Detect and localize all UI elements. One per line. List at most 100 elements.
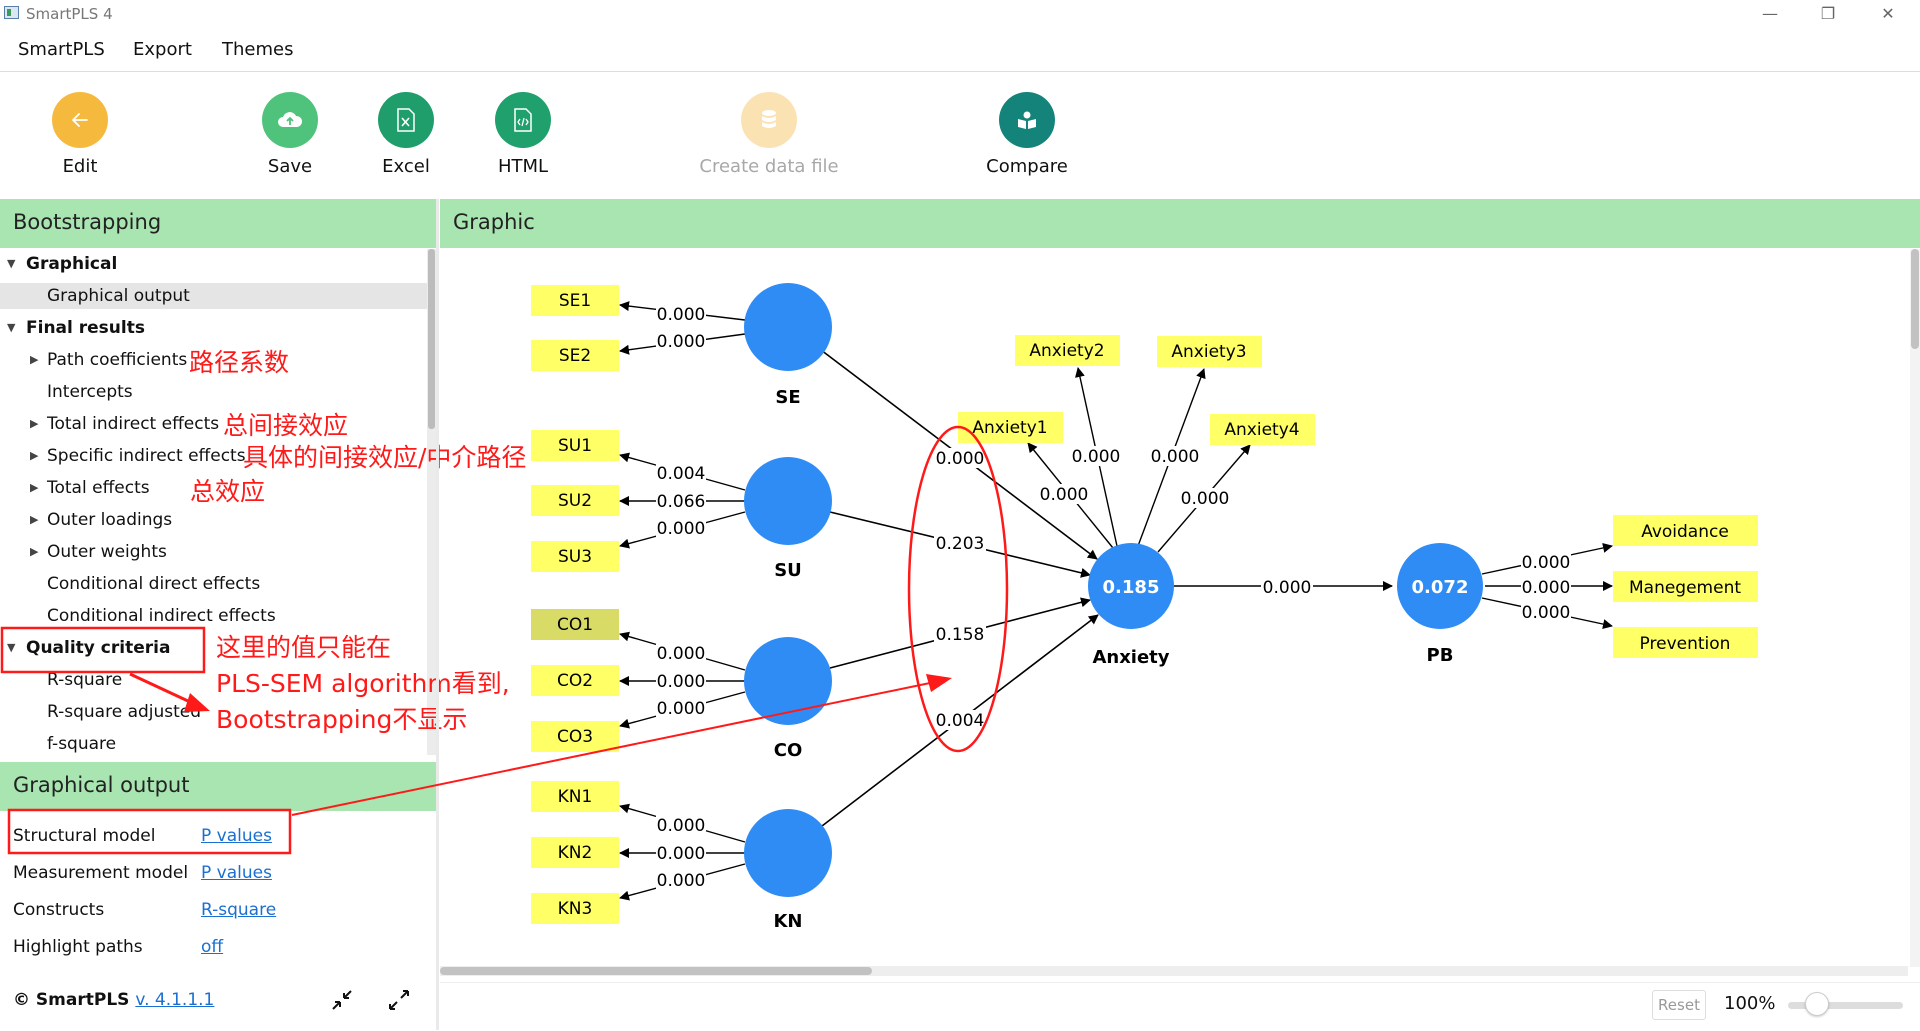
indicator-avoidance-box[interactable] (1613, 515, 1758, 546)
construct-su[interactable] (744, 457, 832, 545)
measurement-model-link[interactable]: P values (201, 863, 272, 883)
tree-r-square[interactable]: R-square (47, 670, 123, 690)
value-su2-bg (656, 491, 706, 511)
construct-co[interactable] (744, 637, 832, 725)
edit-button[interactable]: Edit (10, 92, 150, 177)
html-button[interactable]: HTML (453, 92, 593, 177)
note-quality-3: Bootstrapping不显示 (216, 705, 468, 734)
value-a2: 0.000 (1072, 447, 1121, 467)
indicator-anxiety4-box[interactable] (1210, 414, 1315, 445)
tree-graphical-output[interactable]: Graphical output (0, 283, 430, 309)
value-co1-bg (656, 643, 706, 663)
indicator-co3: CO3 (557, 727, 593, 747)
value-kn-anxiety: 0.004 (936, 711, 985, 731)
tree-scrollbar[interactable] (427, 249, 436, 755)
graphic-h-scrollbar[interactable] (440, 966, 1908, 976)
create-data-file-button[interactable]: Create data file (669, 92, 869, 177)
expand-right-icon[interactable]: ▶ (30, 353, 39, 366)
menu-export[interactable]: Export (133, 39, 192, 60)
expand-down-icon[interactable]: ▼ (7, 321, 16, 334)
indicator-kn3-box[interactable] (531, 893, 619, 924)
menu-themes[interactable]: Themes (222, 39, 294, 60)
panel-splitter[interactable] (436, 199, 439, 1030)
tree-total-effects[interactable]: ▶ Total effects (30, 478, 150, 498)
measurement-model-label: Measurement model (13, 863, 189, 883)
indicator-anxiety2: Anxiety2 (1029, 341, 1104, 361)
construct-anxiety[interactable] (1088, 543, 1174, 629)
indicator-su3-box[interactable] (531, 541, 619, 572)
excel-button[interactable]: Excel (336, 92, 476, 177)
construct-pb[interactable] (1397, 543, 1483, 629)
tree-outer-weights[interactable]: ▶ Outer weights (30, 542, 167, 562)
indicator-se2-box[interactable] (531, 340, 619, 371)
indicator-co1-box[interactable] (531, 609, 619, 640)
expand-right-icon[interactable]: ▶ (30, 481, 39, 494)
indicator-kn2-box[interactable] (531, 837, 619, 868)
graphic-h-scrollbar-thumb[interactable] (440, 967, 872, 975)
tree-final-results[interactable]: ▼ Final results (7, 318, 145, 338)
value-a4: 0.000 (1181, 489, 1230, 509)
tree-conditional-direct-effects[interactable]: Conditional direct effects (47, 574, 261, 594)
zoom-slider-thumb[interactable] (1805, 992, 1829, 1016)
reset-button[interactable]: Reset (1652, 990, 1706, 1020)
value-a3: 0.000 (1151, 447, 1200, 467)
value-kn-anx-bg (934, 710, 986, 730)
indicator-kn1: KN1 (558, 787, 593, 807)
save-button[interactable]: Save (220, 92, 360, 177)
structural-model-link[interactable]: P values (201, 826, 272, 846)
highlight-paths-link[interactable]: off (201, 937, 224, 957)
tree-intercepts[interactable]: Intercepts (47, 382, 133, 402)
indicator-kn2: KN2 (558, 843, 593, 863)
construct-se[interactable] (744, 283, 832, 371)
indicator-manegement-box[interactable] (1613, 571, 1758, 602)
value-a1: 0.000 (1040, 485, 1089, 505)
indicator-su1: SU1 (558, 436, 592, 456)
value-su1: 0.004 (657, 464, 706, 484)
note-quality-1: 这里的值只能在 (216, 633, 392, 662)
path-model-canvas[interactable]: SE1 SE2 SU1 SU2 SU3 CO1 CO2 CO3 KN1 KN2 … (440, 249, 1908, 967)
value-su-anxiety: 0.203 (936, 534, 985, 554)
tree-scrollbar-thumb[interactable] (428, 249, 435, 429)
tree-conditional-indirect-effects[interactable]: Conditional indirect effects (47, 606, 276, 626)
graphical-output-header: Graphical output (0, 762, 436, 811)
expand-right-icon[interactable]: ▶ (30, 449, 39, 462)
collapse-icon[interactable] (330, 988, 354, 1016)
indicator-su3: SU3 (558, 547, 592, 567)
expand-down-icon[interactable]: ▼ (7, 257, 16, 270)
indicator-se1-box[interactable] (531, 285, 619, 316)
tree-path-coefficients[interactable]: ▶ Path coefficients (30, 350, 188, 370)
zoom-slider-track[interactable] (1788, 1002, 1903, 1009)
graphic-bottom-bar: Reset 100% (440, 982, 1920, 1031)
construct-se-label: SE (775, 387, 800, 408)
expand-right-icon[interactable]: ▶ (30, 417, 39, 430)
indicator-anxiety2-box[interactable] (1015, 335, 1120, 366)
minimize-button[interactable]: — (1762, 4, 1778, 23)
indicator-co2: CO2 (557, 671, 593, 691)
expand-down-icon[interactable]: ▼ (7, 641, 16, 654)
indicator-su2-box[interactable] (531, 485, 619, 516)
tree-outer-loadings[interactable]: ▶ Outer loadings (30, 510, 173, 530)
close-button[interactable]: ✕ (1881, 4, 1895, 23)
compare-button[interactable]: Compare (957, 92, 1097, 177)
value-su-anx-bg (934, 533, 986, 553)
menu-smartpls[interactable]: SmartPLS (18, 39, 105, 60)
indicator-anxiety3-box[interactable] (1157, 336, 1262, 367)
tree-total-indirect-effects[interactable]: ▶ Total indirect effects (30, 414, 220, 434)
cloud-upload-icon (262, 92, 318, 148)
tree-specific-indirect-effects[interactable]: ▶ Specific indirect effects (30, 446, 246, 466)
expand-right-icon[interactable]: ▶ (30, 513, 39, 526)
expand-right-icon[interactable]: ▶ (30, 545, 39, 558)
restore-button[interactable]: ❐ (1820, 4, 1836, 23)
expand-icon[interactable] (387, 988, 411, 1016)
app-icon (4, 6, 19, 19)
indicator-su1-box[interactable] (531, 430, 619, 461)
graphic-v-scrollbar-thumb[interactable] (1911, 249, 1919, 349)
tree-graphical[interactable]: ▼ Graphical (7, 254, 118, 274)
tree-f-square[interactable]: f-square (47, 734, 117, 754)
constructs-link[interactable]: R-square (201, 900, 277, 920)
version-link[interactable]: v. 4.1.1.1 (135, 990, 215, 1010)
graphic-v-scrollbar[interactable] (1910, 249, 1920, 967)
value-co-anxiety: 0.158 (936, 625, 985, 645)
construct-kn[interactable] (744, 809, 832, 897)
indicator-prevention-box[interactable] (1613, 627, 1758, 658)
